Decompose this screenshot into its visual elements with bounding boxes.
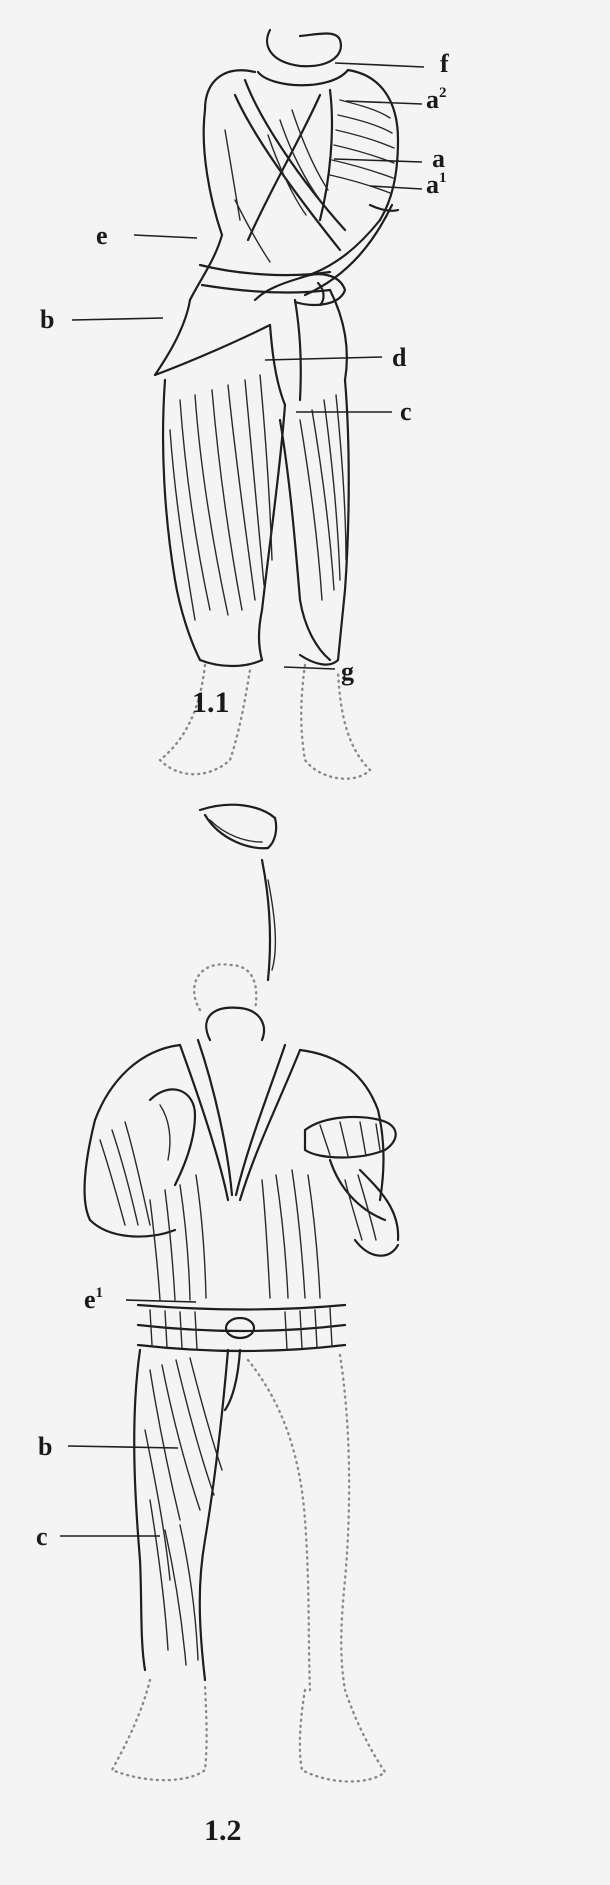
- figure-1-1-chest-folds: [225, 110, 328, 262]
- label-e: e: [96, 221, 108, 250]
- label-a: a: [432, 144, 445, 173]
- figure-1-2-labels: e1 b c: [36, 1285, 103, 1551]
- figure-1-2-lower-garment: [134, 1350, 349, 1690]
- figure-1-2-sleeve-folds: [100, 1122, 376, 1240]
- figure-1-1-leaders: [72, 63, 424, 669]
- figure-1-1-lower-garment: [155, 290, 349, 666]
- label-g: g: [341, 657, 354, 686]
- figure-1-2-robe-folds: [150, 1170, 320, 1300]
- figure-1-2-headdress: [200, 805, 276, 980]
- label-b: b: [40, 305, 54, 334]
- figure-1-2-belt: [138, 1305, 345, 1351]
- label-a1: a1: [426, 170, 447, 199]
- figure-1-1-caption: 1.1: [192, 686, 230, 719]
- figure-1-2-drapery-folds: [145, 1358, 222, 1665]
- figure-1-1-drawing: f a2 a a1 e b d c g 1.1: [0, 0, 610, 830]
- label-a2: a2: [426, 85, 447, 114]
- figure-1-2-torso: [85, 964, 399, 1300]
- label-e1: e1: [84, 1285, 103, 1314]
- figure-1-2-caption: 1.2: [204, 1814, 242, 1847]
- label-f: f: [440, 49, 449, 78]
- figure-1-1-torso: [190, 30, 398, 305]
- figure-1-1-labels: f a2 a a1 e b d c g: [40, 49, 449, 686]
- figure-1-1-feet: [160, 665, 370, 779]
- label-d: d: [392, 343, 407, 372]
- figure-1-1-arm-folds: [330, 100, 398, 211]
- label-b-2: b: [38, 1432, 52, 1461]
- label-c-2: c: [36, 1522, 48, 1551]
- figure-1-2-feet: [112, 1680, 385, 1782]
- figure-1-2-leaders: [60, 1300, 196, 1536]
- label-c: c: [400, 397, 412, 426]
